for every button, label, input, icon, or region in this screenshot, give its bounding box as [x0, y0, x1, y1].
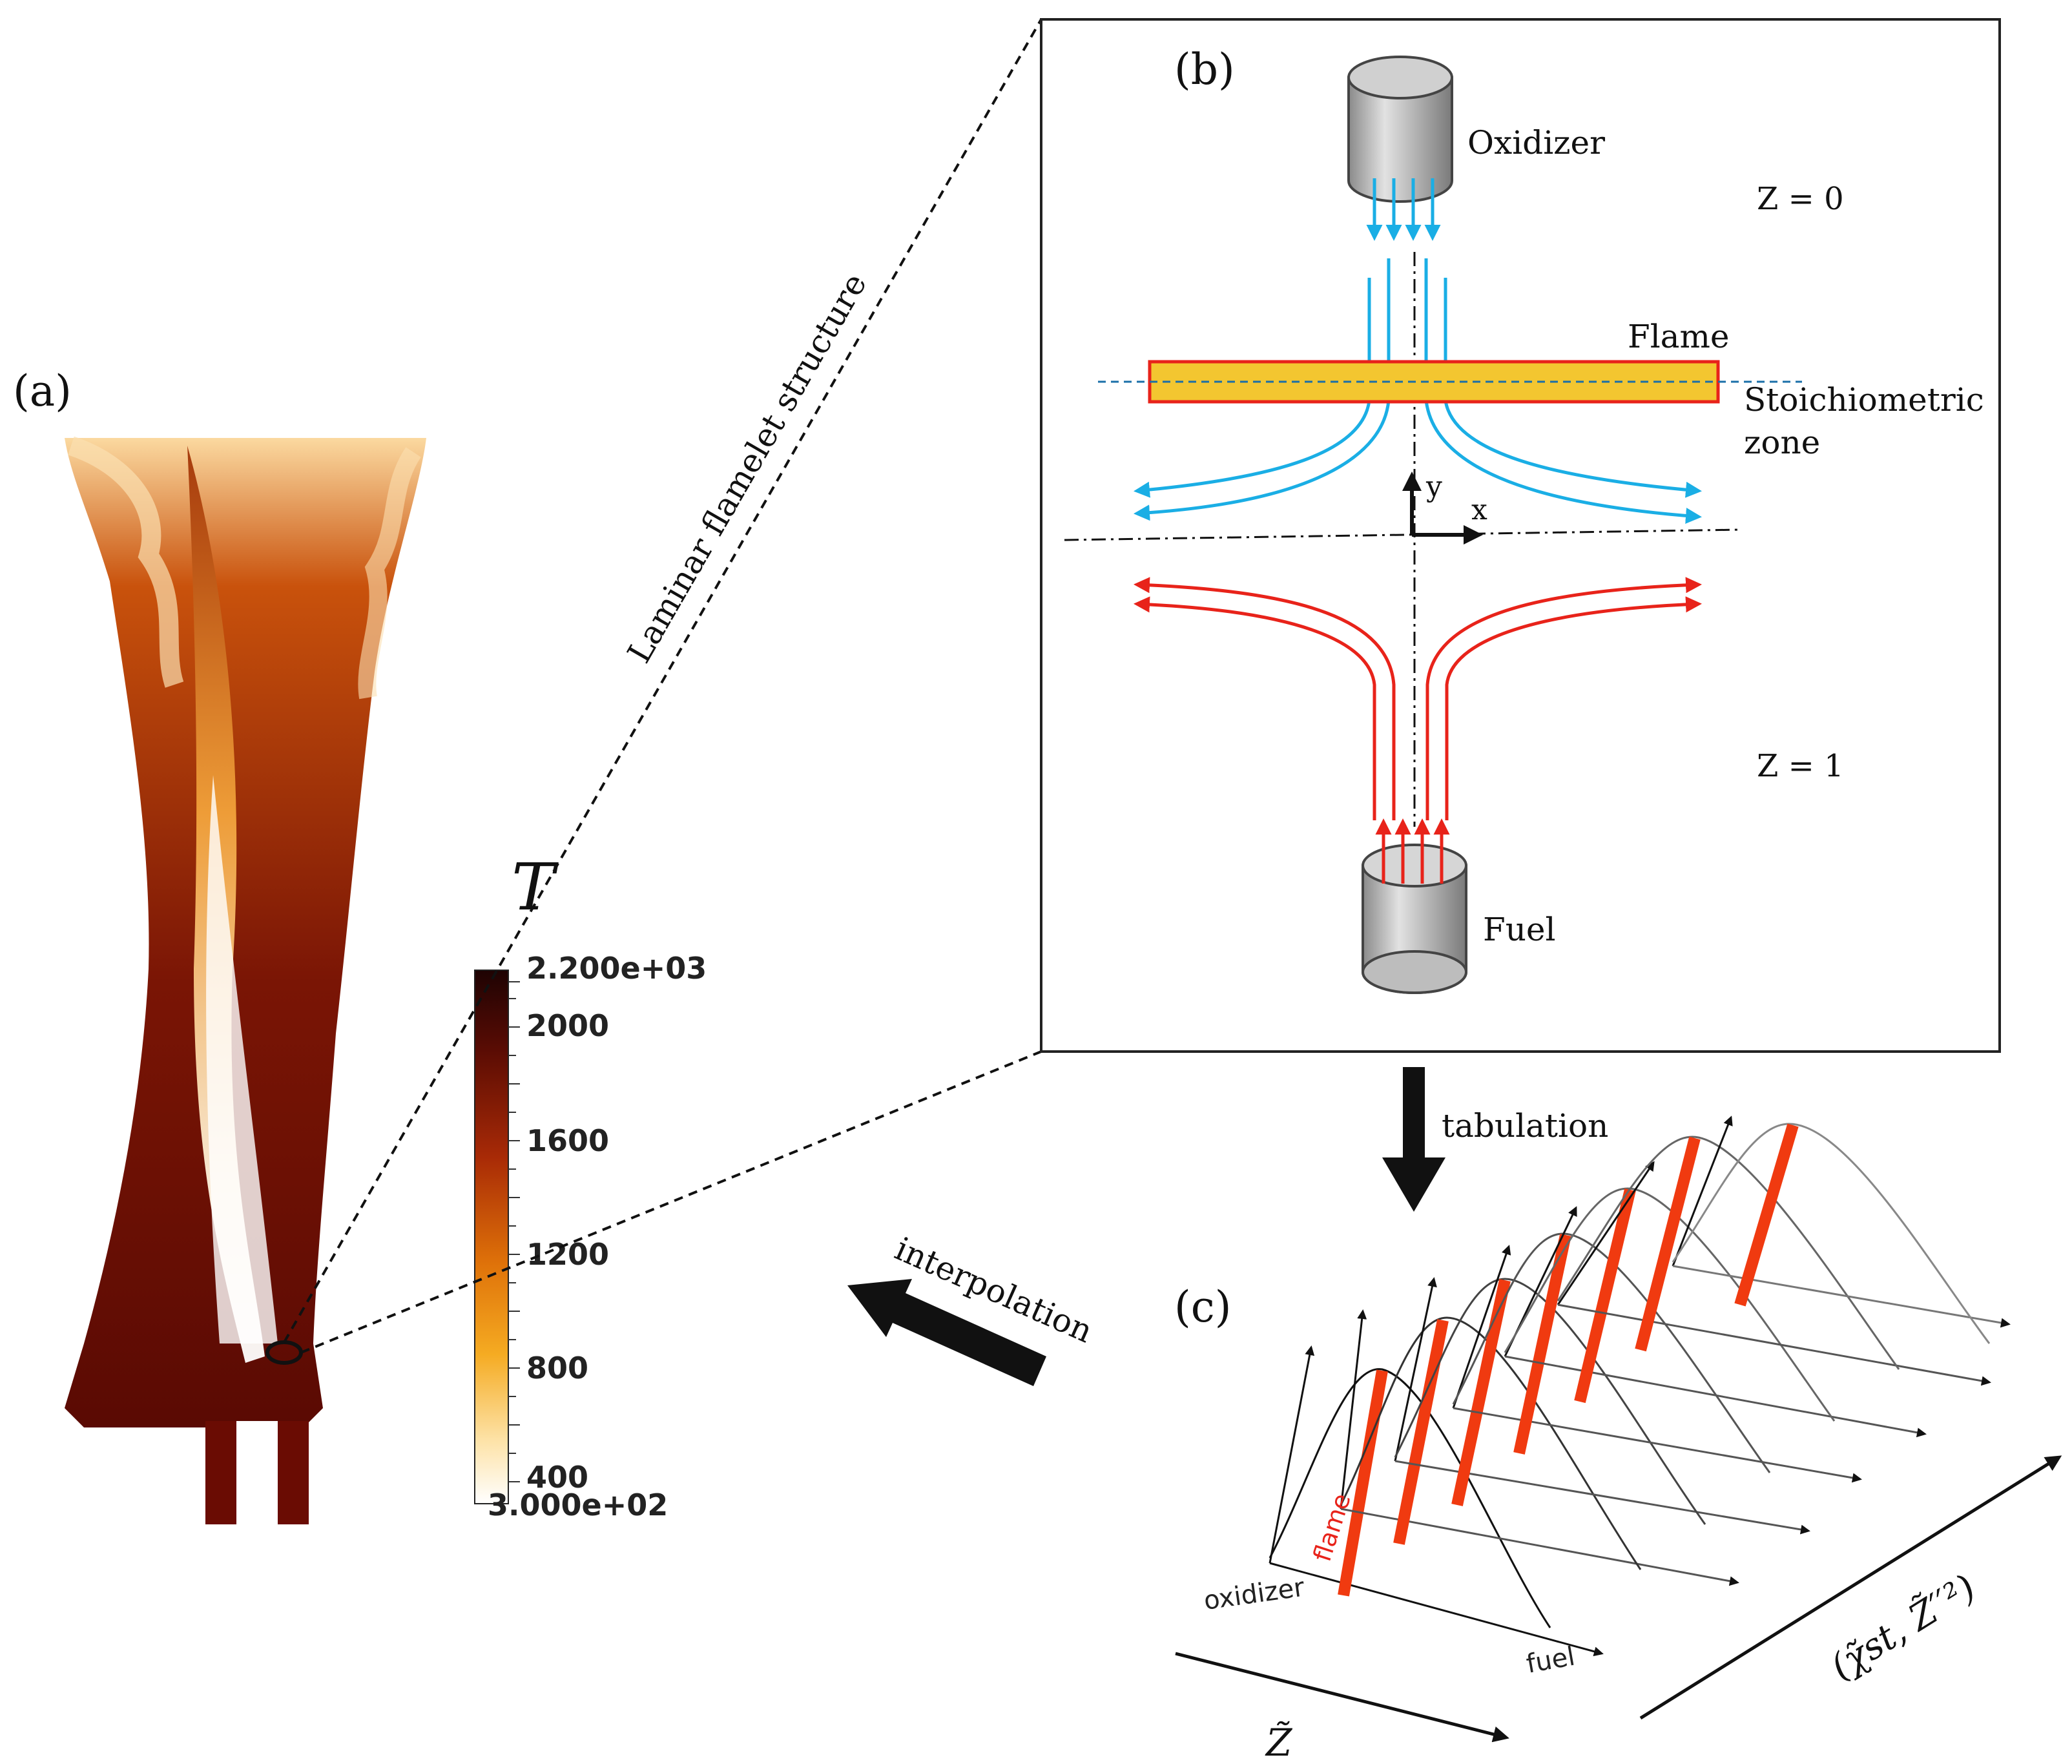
- flame-plume: [65, 436, 426, 1524]
- flamelet-profiles: [1269, 1115, 2011, 1657]
- flamelet-profile: [1452, 1232, 1862, 1483]
- colorbar-tick-max: 2.200e+03: [526, 951, 707, 986]
- colorbar-tick-400: 400: [526, 1460, 588, 1495]
- panel-b-label: (b): [1174, 45, 1235, 94]
- stoich-label-1: Stoichiometric: [1744, 381, 1984, 419]
- flamelet-profile: [1340, 1309, 1739, 1586]
- axis-z-label: Z̃: [1265, 1720, 1293, 1764]
- temperature-colorbar: T 2.200e+03 2000 1600 1200 800 400: [474, 849, 707, 1522]
- fuel-label: Fuel: [1483, 911, 1555, 948]
- z0-label: Z = 0: [1757, 181, 1844, 217]
- colorbar-tick-1200: 1200: [526, 1237, 609, 1272]
- oxidizer-word: oxidizer: [1202, 1572, 1307, 1615]
- colorbar-tick-2000: 2000: [526, 1008, 609, 1043]
- flamelet-profile: [1394, 1277, 1810, 1535]
- flamelet-profile: [1557, 1136, 1991, 1386]
- flamelet-profile: [1672, 1115, 2011, 1344]
- flamelet-profile: [1269, 1345, 1604, 1657]
- flame-label: Flame: [1628, 318, 1730, 355]
- panel-c-label: (c): [1174, 1282, 1231, 1332]
- fuel-word: fuel: [1524, 1641, 1577, 1679]
- tabulation-arrow: [1382, 1067, 1445, 1212]
- zoom-lines: [283, 19, 1042, 1354]
- flamelet-profile: [1504, 1187, 1927, 1438]
- horizontal-centerline: [1064, 528, 1742, 541]
- axis-y-label: y: [1425, 470, 1442, 503]
- axis-chi-arrow: [1639, 1455, 2062, 1720]
- fuel-streamlines: [1134, 577, 1702, 820]
- panel-a-label: (a): [13, 366, 72, 416]
- colorbar-tick-min: 3.000e+02: [488, 1488, 668, 1522]
- local-axes: [1402, 472, 1483, 545]
- tabulation-label: tabulation: [1442, 1107, 1608, 1145]
- stoich-label-2: zone: [1744, 424, 1820, 461]
- colorbar-variable: T: [512, 849, 559, 925]
- axis-chi-label: (χ̃st, Z̃′′²): [1823, 1566, 1983, 1688]
- fuel-nozzle: [1362, 818, 1467, 994]
- panel-a: (a) T: [13, 366, 707, 1524]
- colorbar-tick-800: 800: [526, 1351, 588, 1385]
- oxidizer-label: Oxidizer: [1467, 124, 1605, 161]
- z1-label: Z = 1: [1757, 748, 1844, 784]
- panel-b-frame: [1040, 18, 2001, 1053]
- oxidizer-streamlines: [1134, 258, 1702, 524]
- panel-b: (b) Oxidizer Z = 0 Flame Sto: [1040, 18, 2001, 1053]
- zoom-label: Laminar flamelet structure: [620, 267, 874, 669]
- colorbar-tick-1600: 1600: [526, 1123, 609, 1158]
- axis-x-label: x: [1471, 493, 1487, 526]
- axis-z-arrow: [1175, 1652, 1509, 1743]
- interpolation-arrow: [847, 1279, 1046, 1386]
- oxidizer-nozzle: [1347, 56, 1453, 241]
- panel-c: (c): [1174, 1115, 2062, 1764]
